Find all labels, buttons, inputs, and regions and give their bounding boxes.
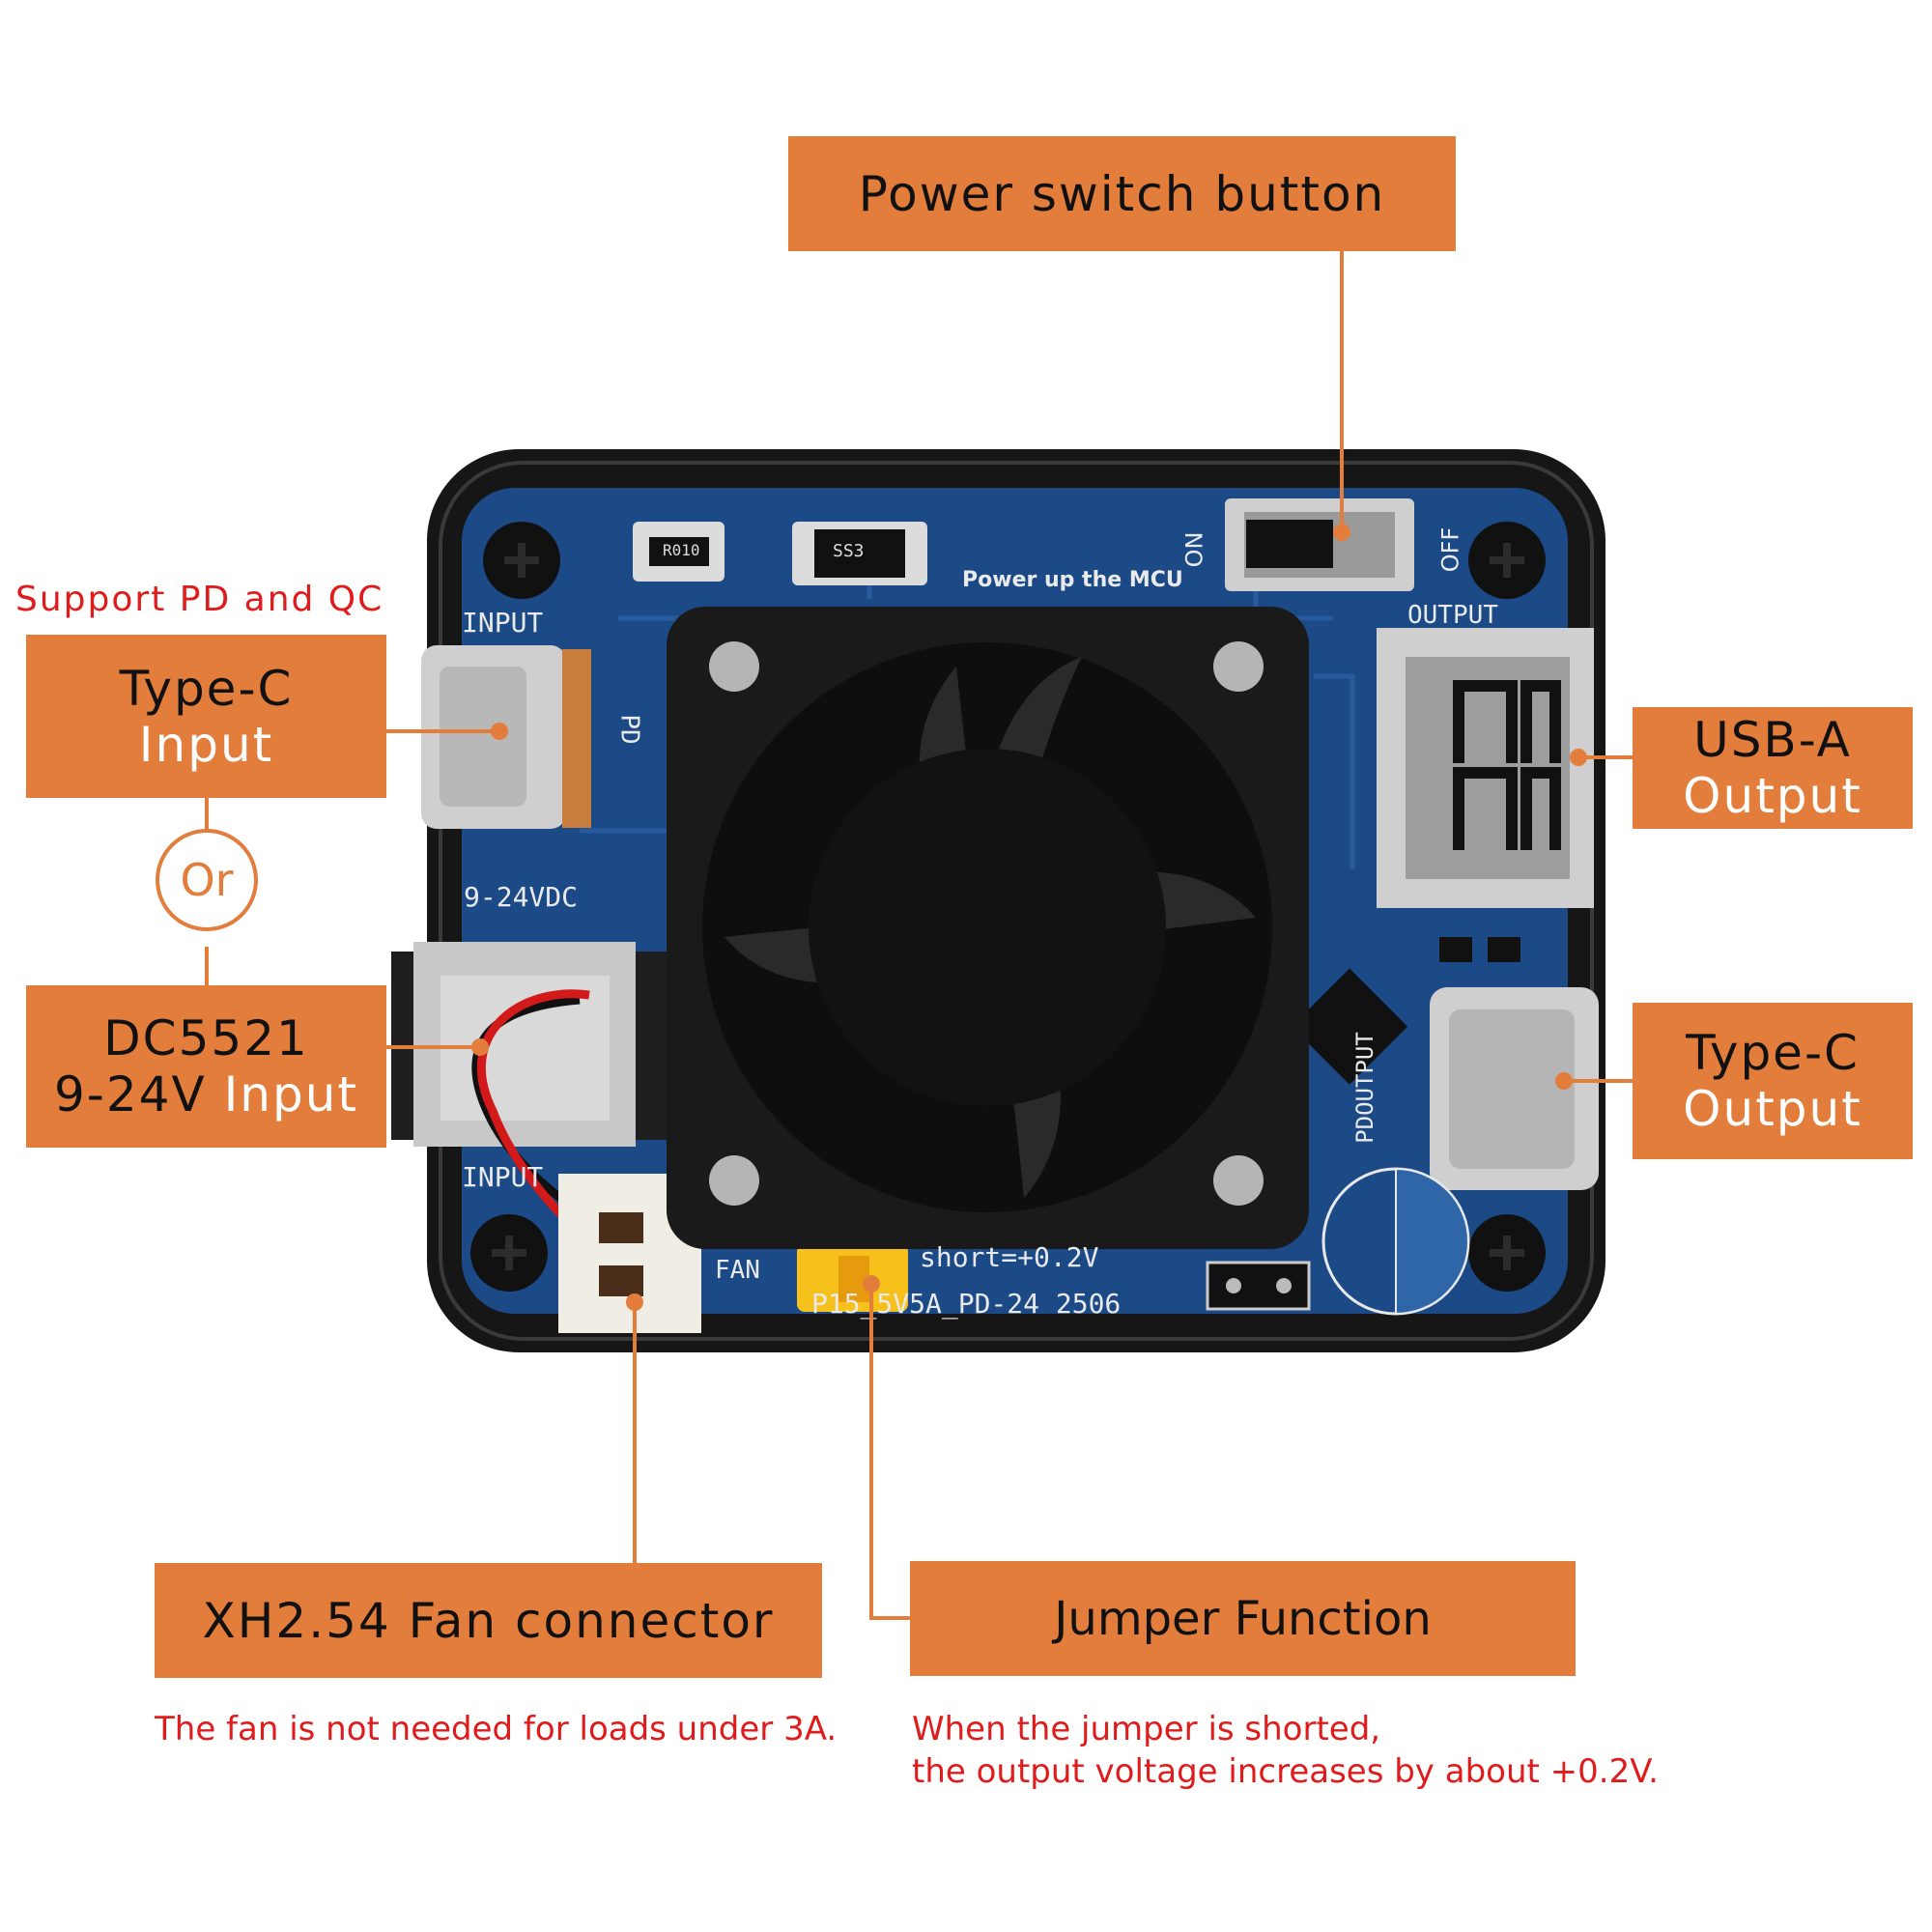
callout-usba-line1: USB-A [1693,712,1852,768]
callout-jumper: Jumper Function [910,1561,1576,1676]
pcb-label-output: OUTPUT [1407,601,1498,630]
callout-jumper-text: Jumper Function [1054,1591,1432,1646]
callout-typec-input-line2: Input [138,716,274,773]
pcb-label-input-bottom: INPUT [462,1161,544,1193]
power-switch-dot [1333,524,1350,541]
callout-dc-line1: DC5521 [103,1010,309,1066]
or-badge: Or [156,829,258,931]
pcb-label-r010: R010 [663,541,700,559]
mcu-chip [1291,968,1408,1085]
fan-connector-dot [626,1293,643,1311]
pcb-label-on: ON [1180,531,1208,568]
callout-typec-output-line1: Type-C [1686,1025,1860,1081]
pcb-label-power-mcu: Power up the MCU [962,568,1183,592]
jumper-note-line1: When the jumper is shorted, [912,1710,1381,1748]
callout-typec-input: Type-C Input [26,635,386,798]
callout-usba-line2: Output [1683,768,1862,824]
pin-header [1206,1261,1311,1311]
usba-dot [1570,749,1587,766]
callout-dc-input: DC5521 9-24V Input [26,985,386,1148]
or-connector-bottom [205,947,209,985]
jumper-dot [863,1275,880,1293]
jumper-leader-horizontal [869,1616,913,1620]
mount-screws [470,522,1546,1292]
typec-output-leader [1562,1079,1633,1083]
callout-dc-voltage: 9-24V [53,1066,207,1122]
pcb-label-pd-output: PDOUTPUT [1350,1032,1378,1144]
pcb-label-vdc: 9-24VDC [464,881,579,913]
callout-power-switch-text: Power switch button [858,165,1386,222]
pcb-label-pd: PD [614,714,644,745]
callout-typec-output-line2: Output [1683,1081,1862,1137]
callout-typec-input-line1: Type-C [119,660,294,717]
power-switch-leader [1340,251,1344,534]
callout-typec-output: Type-C Output [1633,1003,1913,1159]
pcb-label-ss3: SS3 [833,541,865,561]
support-note: Support PD and QC [15,580,384,619]
usba-leader [1577,755,1633,759]
pcb-label-short: short=+0.2V [920,1241,1099,1273]
fan-note: The fan is not needed for loads under 3A… [155,1710,838,1748]
pcb-label-input-top: INPUT [462,607,544,639]
callout-fan-connector-text: XH2.54 Fan connector [202,1592,775,1649]
callout-power-switch: Power switch button [788,136,1456,251]
jumper-note-line2: the output voltage increases by about +0… [912,1752,1659,1791]
pcb-label-model: P15_5V5A_PD-24 2506 [811,1288,1122,1320]
typec-input-leader [386,729,497,733]
callout-usba-output: USB-A Output [1633,707,1913,829]
pcb-label-off: OFF [1436,526,1464,573]
pcb-label-fan: FAN [715,1256,760,1285]
callout-fan-connector: XH2.54 Fan connector [155,1563,822,1678]
jumper-leader-vertical [869,1285,873,1620]
fan-connector-leader [633,1304,637,1565]
dc-dot [471,1038,489,1056]
typec-output-dot [1555,1072,1573,1090]
dc-leader [386,1045,478,1049]
callout-dc-input-word: Input [223,1066,359,1122]
or-connector-top [205,798,209,846]
typec-input-dot [491,723,508,740]
